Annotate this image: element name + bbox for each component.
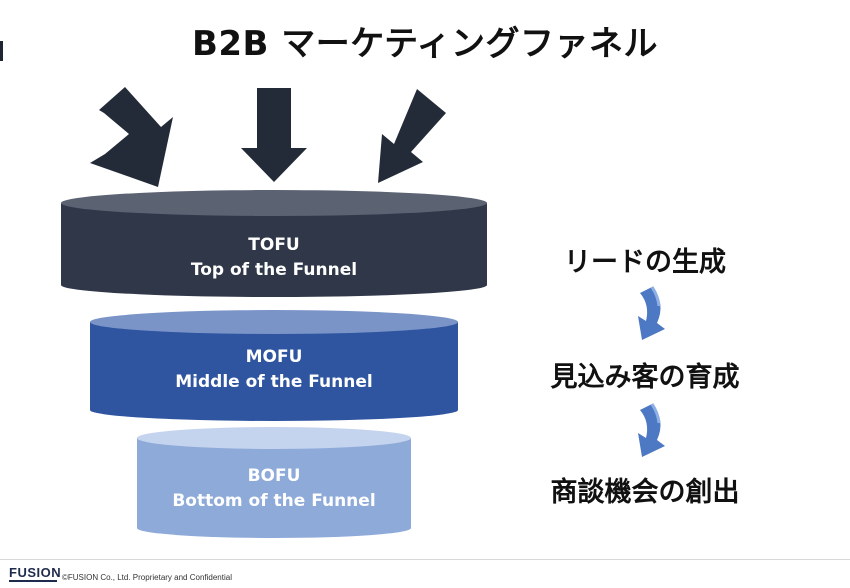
logo-underline (9, 580, 57, 582)
stage-opportunity-creation: 商談機会の創出 (550, 477, 740, 508)
bofu-abbr: BOFU (247, 466, 301, 486)
mofu-abbr: MOFU (245, 347, 303, 367)
flow-arrow-1 (638, 286, 665, 340)
mofu-tier (90, 310, 458, 421)
footer-divider (0, 559, 850, 560)
bofu-top (137, 427, 411, 449)
copyright-text: ©FUSION Co., Ltd. Proprietary and Confid… (62, 573, 232, 582)
bofu-name: Bottom of the Funnel (172, 491, 376, 511)
tofu-body (61, 203, 487, 297)
tofu-top (61, 190, 487, 216)
edge-mark (0, 41, 3, 61)
input-arrow-center (241, 88, 307, 182)
input-arrow-right (378, 89, 446, 183)
bofu-label: BOFU Bottom of the Funnel (137, 464, 411, 514)
bofu-tier (137, 427, 411, 538)
mofu-name: Middle of the Funnel (175, 372, 373, 392)
slide-title: B2B マーケティングファネル (191, 24, 659, 64)
mofu-label: MOFU Middle of the Funnel (90, 345, 458, 395)
tofu-name: Top of the Funnel (190, 260, 358, 280)
input-arrow-left (90, 87, 173, 187)
stage-lead-nurturing: 見込み客の育成 (550, 362, 740, 393)
input-arrows (90, 87, 446, 187)
flow-arrows (638, 286, 665, 457)
flow-arrow-2 (638, 403, 665, 457)
stage-lead-generation: リードの生成 (564, 247, 726, 278)
tofu-tier (61, 190, 487, 297)
bofu-body (137, 438, 411, 538)
mofu-top (90, 310, 458, 334)
mofu-body (90, 322, 458, 421)
tofu-label: TOFU Top of the Funnel (61, 233, 487, 283)
company-logo: FUSION (9, 565, 62, 580)
tofu-abbr: TOFU (248, 235, 300, 255)
